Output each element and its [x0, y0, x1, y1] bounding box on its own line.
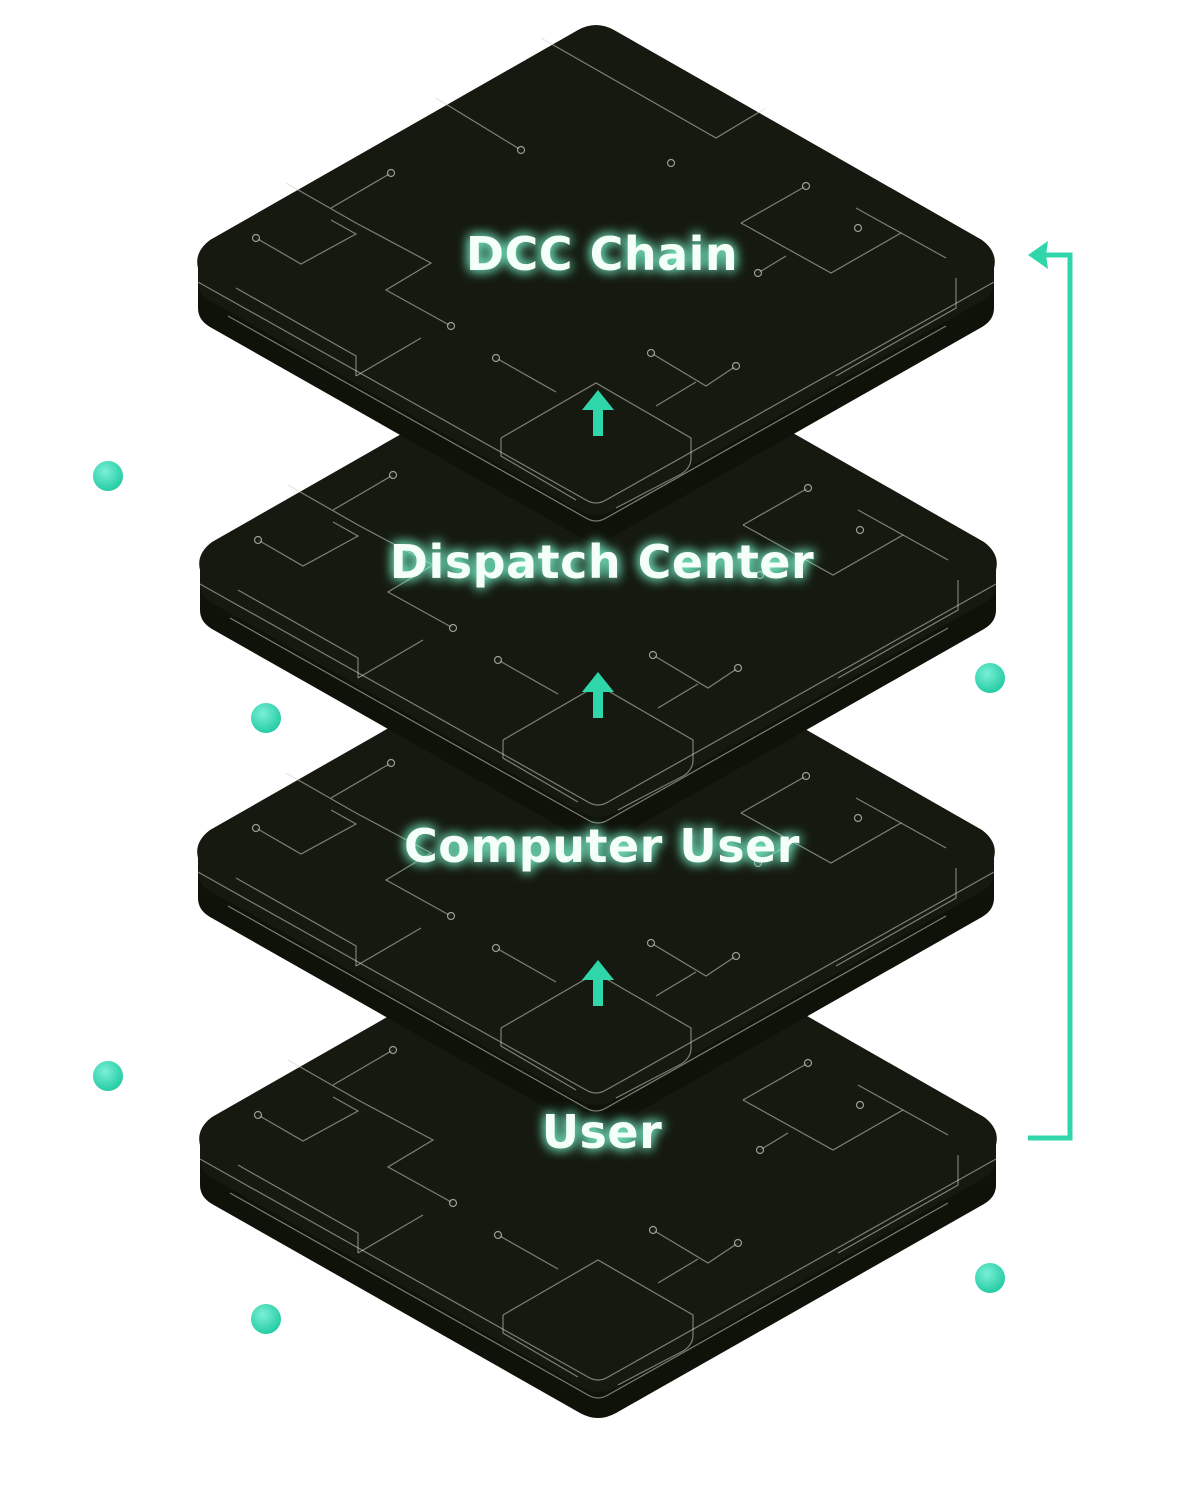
decorative-dot — [975, 663, 1005, 693]
arrow-head-icon — [1028, 241, 1048, 269]
feedback-arrow — [1028, 241, 1073, 1141]
decorative-dot — [93, 1061, 123, 1091]
layer-label-computer-user: Computer User — [404, 819, 800, 873]
layer-dcc-chain — [196, 24, 996, 542]
decorative-dot — [251, 703, 281, 733]
decorative-dot — [975, 1263, 1005, 1293]
decorative-dot — [251, 1304, 281, 1334]
layer-label-dcc-chain: DCC Chain — [466, 227, 738, 281]
layer-label-user: User — [542, 1105, 663, 1159]
layer-label-dispatch-center: Dispatch Center — [390, 535, 814, 589]
decorative-dot — [93, 461, 123, 491]
